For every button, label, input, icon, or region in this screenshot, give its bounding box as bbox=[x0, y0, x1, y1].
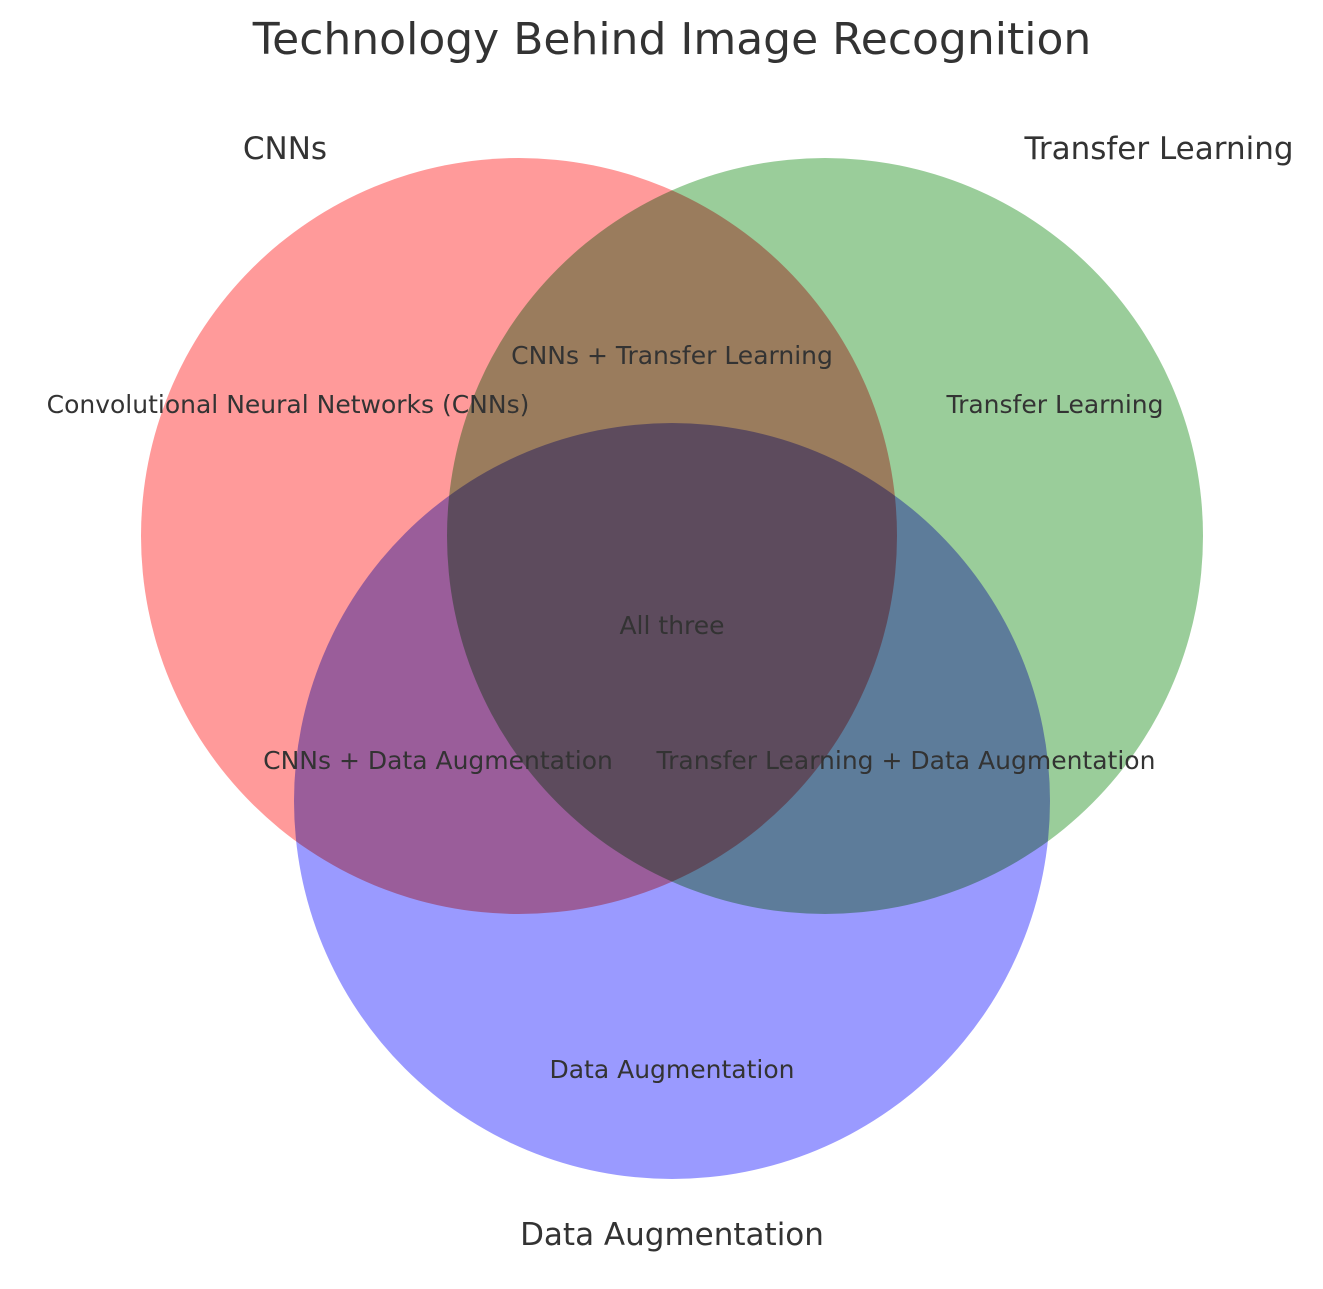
set-labels: CNNs Transfer Learning Data Augmentation bbox=[243, 131, 1294, 1253]
region-label-data-augmentation-only: Data Augmentation bbox=[549, 1055, 794, 1084]
region-label-all-three: All three bbox=[619, 611, 724, 640]
region-labels: Convolutional Neural Networks (CNNs) Tra… bbox=[47, 341, 1164, 1084]
region-label-cnns-only: Convolutional Neural Networks (CNNs) bbox=[47, 390, 530, 419]
set-label-transfer-learning: Transfer Learning bbox=[1023, 131, 1293, 167]
region-label-cnns-data-augmentation: CNNs + Data Augmentation bbox=[263, 746, 613, 775]
region-label-transfer-learning-only: Transfer Learning bbox=[945, 390, 1163, 419]
circles bbox=[141, 158, 1203, 1179]
diagram-title: Technology Behind Image Recognition bbox=[252, 14, 1092, 65]
set-label-cnns: CNNs bbox=[243, 131, 327, 167]
region-label-transfer-learning-data-augmentation: Transfer Learning + Data Augmentation bbox=[656, 746, 1156, 775]
set-label-data-augmentation: Data Augmentation bbox=[520, 1217, 824, 1253]
circle-data-augmentation bbox=[294, 423, 1050, 1179]
region-label-cnns-transfer-learning: CNNs + Transfer Learning bbox=[511, 341, 833, 370]
